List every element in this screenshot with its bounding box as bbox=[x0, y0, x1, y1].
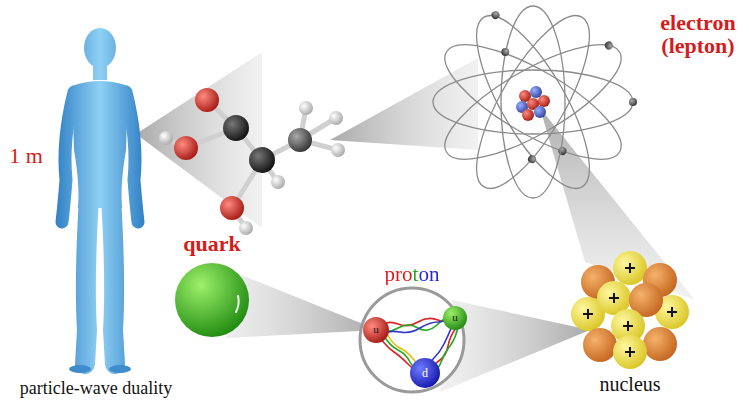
caption-text: particle-wave duality bbox=[20, 379, 172, 398]
quark-letter: u bbox=[373, 324, 379, 336]
molecule bbox=[159, 88, 345, 235]
particle-name: electron (lepton) bbox=[650, 11, 746, 57]
human-figure bbox=[62, 28, 138, 373]
quark-letter: u bbox=[452, 312, 458, 324]
particle-name: nucleus bbox=[599, 374, 660, 395]
proton-circle bbox=[360, 288, 467, 392]
scale-label: 1 m bbox=[9, 144, 43, 167]
zoom-cones bbox=[136, 52, 695, 392]
quark-sphere bbox=[175, 263, 249, 337]
quark-letter: d bbox=[422, 367, 428, 380]
nucleus-cluster bbox=[571, 251, 689, 369]
particle-name: quark bbox=[183, 232, 240, 255]
atom bbox=[430, 1, 637, 203]
particle-name: proton bbox=[385, 263, 440, 285]
